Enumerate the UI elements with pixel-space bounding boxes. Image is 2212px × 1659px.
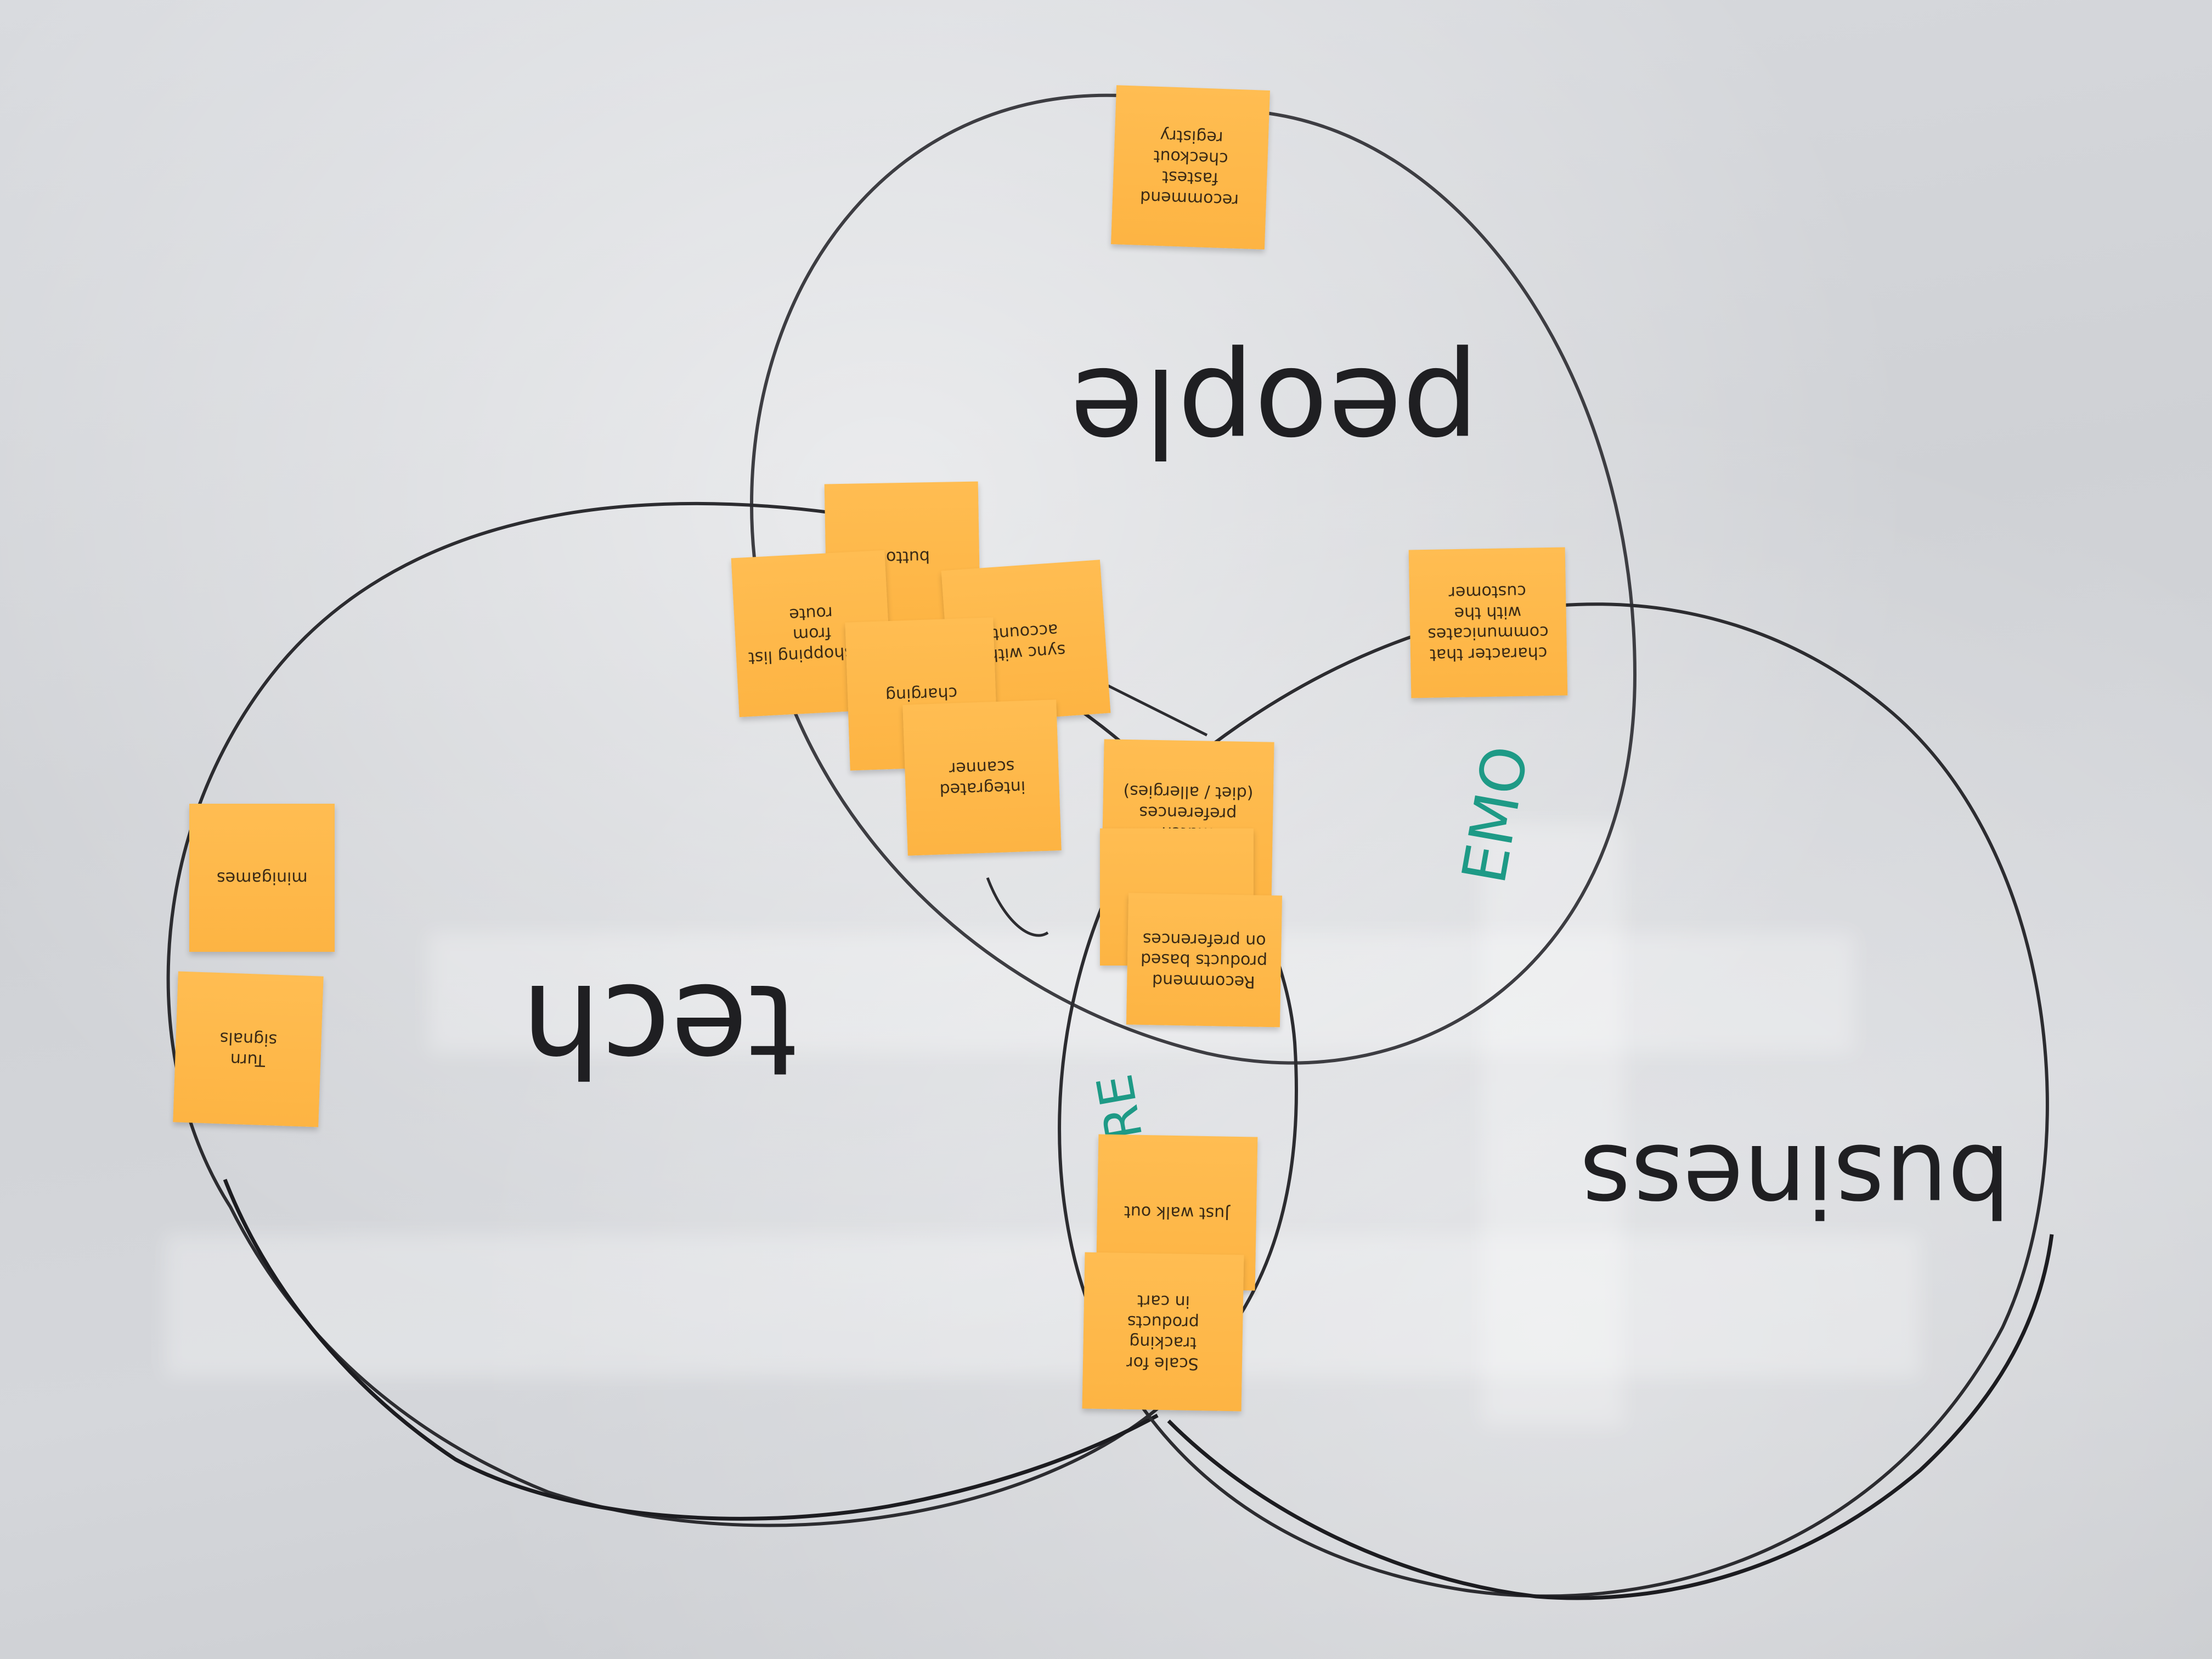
business-label: business bbox=[1580, 1122, 2011, 1237]
sticky-note-minigames[interactable]: minigames bbox=[189, 804, 335, 952]
sticky-note-text: sync with account bbox=[987, 619, 1066, 665]
people-label: people bbox=[1070, 341, 1479, 482]
sticky-note-turn-signals[interactable]: Turn signals bbox=[173, 971, 324, 1127]
business-circle-lower-arc bbox=[1167, 1234, 2054, 1600]
window-reflection-frame bbox=[1481, 823, 1624, 1426]
sticky-note-scale-tracking[interactable]: Scale for tracking products in cart bbox=[1082, 1252, 1244, 1412]
sticky-note-recommend-products[interactable]: Recommend products based on preferences bbox=[1126, 893, 1283, 1028]
window-reflection-bottom bbox=[165, 1234, 1920, 1377]
business-circle bbox=[1058, 602, 2049, 1598]
sticky-note-text: charging bbox=[885, 683, 958, 706]
sticky-note-character[interactable]: character that communicates with the cus… bbox=[1408, 547, 1568, 698]
sticky-note-text: recommend fastest checkout registry bbox=[1139, 126, 1239, 210]
sticky-note-integrated-scanner[interactable]: integrated scanner bbox=[902, 699, 1062, 856]
sticky-note-recommend-checkout[interactable]: recommend fastest checkout registry bbox=[1111, 85, 1270, 250]
connector-line bbox=[986, 684, 1208, 937]
sticky-note-text: Just walk out bbox=[1124, 1202, 1230, 1223]
sticky-note-text: minigames bbox=[216, 868, 308, 888]
sticky-note-text: character that communicates with the cus… bbox=[1427, 582, 1549, 664]
sticky-note-text: integrated scanner bbox=[939, 757, 1026, 799]
sticky-note-text: Scale for tracking products in cart bbox=[1126, 1291, 1200, 1373]
sticky-note-text: Recommend products based on preferences bbox=[1141, 929, 1268, 991]
sticky-note-text: Turn signals bbox=[219, 1028, 278, 1070]
tech-circle-lower-arc bbox=[223, 1178, 1159, 1521]
people-circle bbox=[749, 93, 1637, 1065]
tech-label: tech bbox=[521, 956, 798, 1102]
